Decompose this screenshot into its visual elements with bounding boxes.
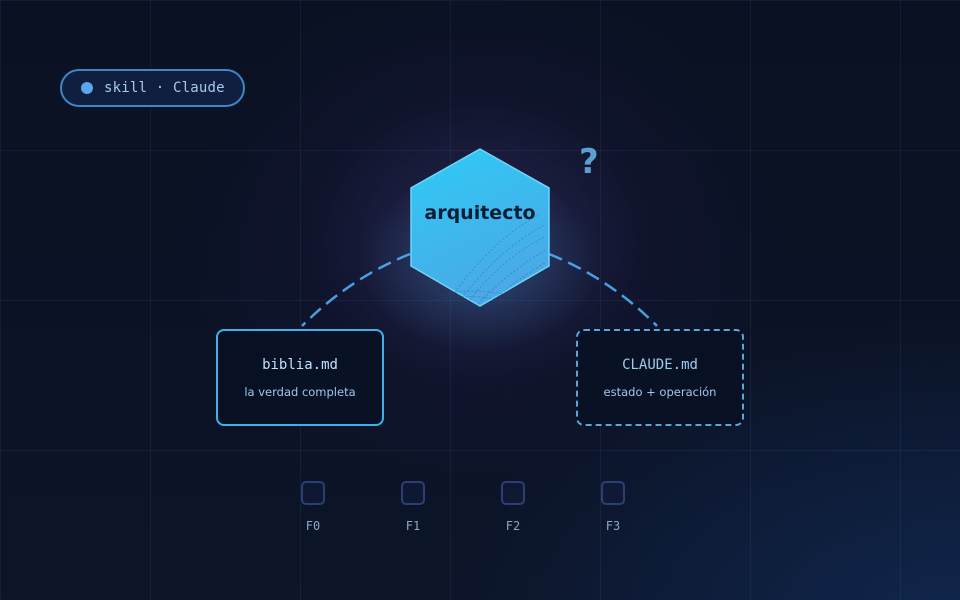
file-card-title: CLAUDE.md — [622, 356, 698, 373]
question-mark-icon: ? — [579, 142, 599, 182]
file-card-biblia: biblia.md la verdad completa — [216, 329, 384, 426]
skill-badge-label: skill · Claude — [104, 80, 225, 96]
hexagon-node — [410, 148, 550, 307]
center-node-label: arquitecto — [424, 202, 536, 224]
phase-step-f1: F1 — [393, 481, 433, 533]
phase-checkbox — [401, 481, 425, 505]
file-card-description: la verdad completa — [244, 384, 356, 399]
phase-step-f0: F0 — [293, 481, 333, 533]
phase-checkbox — [301, 481, 325, 505]
phase-label: F2 — [505, 519, 521, 533]
phase-checkbox — [601, 481, 625, 505]
phase-step-f2: F2 — [493, 481, 533, 533]
phase-label: F3 — [605, 519, 621, 533]
file-card-claude: CLAUDE.md estado + operación — [576, 329, 744, 426]
skill-badge: skill · Claude — [60, 69, 245, 107]
phase-step-f3: F3 — [593, 481, 633, 533]
connector-left — [301, 252, 411, 327]
file-card-title: biblia.md — [262, 356, 338, 373]
phase-checkbox — [501, 481, 525, 505]
phase-label: F1 — [405, 519, 421, 533]
phase-label: F0 — [305, 519, 321, 533]
status-dot-icon — [81, 82, 93, 94]
hexagon-texture — [429, 213, 547, 305]
connector-right — [548, 252, 658, 327]
file-card-description: estado + operación — [603, 384, 717, 399]
